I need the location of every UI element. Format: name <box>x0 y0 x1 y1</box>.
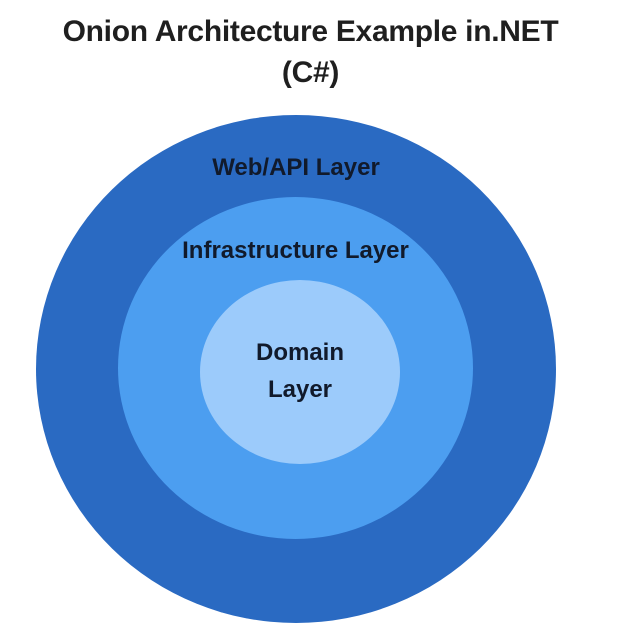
layer-label-domain-line-1: Domain <box>255 339 344 366</box>
layer-label-web-api: Web/API Layer <box>212 154 380 181</box>
title-line-1: Onion Architecture Example in.NET <box>62 15 559 48</box>
layer-label-infrastructure: Infrastructure Layer <box>182 237 409 264</box>
layer-label-domain-line-2: Layer <box>267 376 333 403</box>
title-line-2: (C#) <box>281 56 340 89</box>
layer-label-domain: Domain Layer <box>200 334 400 408</box>
layer-circle-domain <box>200 280 400 464</box>
diagram-title: Onion Architecture Example in.NET (C#) <box>0 11 621 93</box>
